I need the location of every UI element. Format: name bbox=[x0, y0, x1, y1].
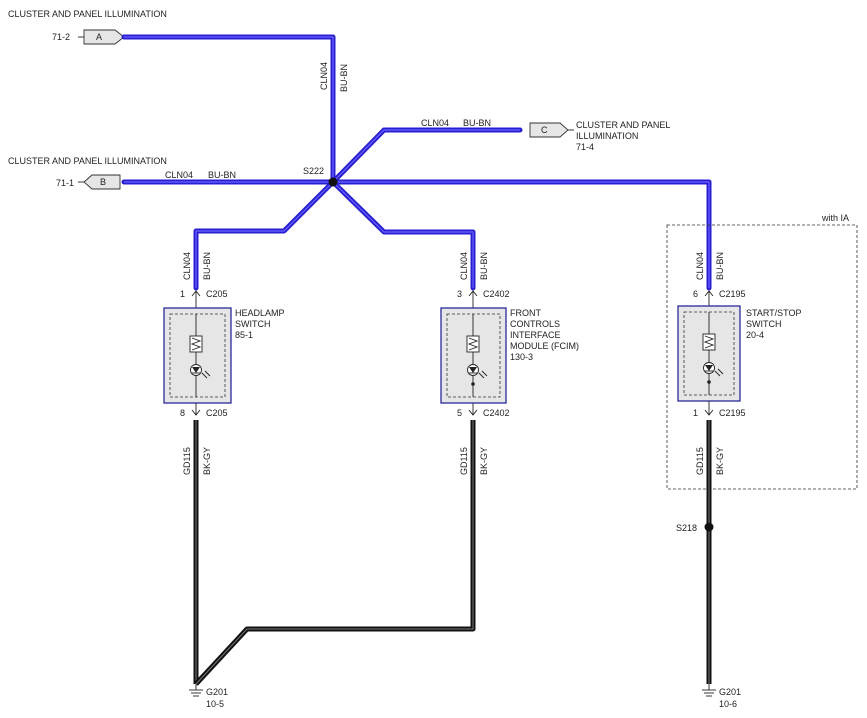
headlamp-pin-top: 1 bbox=[180, 289, 185, 299]
splice-s218-label: S218 bbox=[676, 523, 697, 533]
title-top: CLUSTER AND PANEL ILLUMINATION bbox=[8, 9, 167, 19]
fcim-name-4: MODULE (FCIM) bbox=[510, 341, 579, 351]
headlamp-ref: 85-1 bbox=[235, 330, 253, 340]
ground-g201-left: G201 10-5 bbox=[189, 684, 228, 709]
conn-c-label-1: CLUSTER AND PANEL bbox=[576, 120, 670, 130]
headlamp-blue-circuit: CLN04 bbox=[182, 252, 192, 280]
fcim-box bbox=[440, 307, 507, 404]
conn-a-ref: 71-2 bbox=[52, 32, 70, 42]
fcim-conn-bottom: C2402 bbox=[483, 408, 510, 418]
connector-b: B bbox=[83, 174, 121, 190]
connector-c-letter: C bbox=[541, 125, 548, 135]
ground-left-name: G201 bbox=[206, 687, 228, 697]
fcim-name-1: FRONT bbox=[510, 308, 541, 318]
ground-g201-right: G201 10-6 bbox=[702, 684, 741, 709]
conn-c-label-2: ILLUMINATION bbox=[576, 131, 638, 141]
fcim-ref: 130-3 bbox=[510, 352, 533, 362]
fcim-pin-top: 3 bbox=[457, 289, 462, 299]
wire-b-color: BU-BN bbox=[208, 170, 236, 180]
wire-c-circuit: CLN04 bbox=[421, 118, 449, 128]
startstop-pin-bottom: 1 bbox=[693, 408, 698, 418]
headlamp-name-1: HEADLAMP bbox=[235, 308, 285, 318]
headlamp-blue-color: BU-BN bbox=[202, 252, 212, 280]
fcim-conn-top: C2402 bbox=[483, 289, 510, 299]
headlamp-conn-bottom: C205 bbox=[206, 408, 228, 418]
startstop-blue-circuit: CLN04 bbox=[695, 252, 705, 280]
wire-a-color: BU-BN bbox=[339, 64, 349, 92]
fcim-name-2: CONTROLS bbox=[510, 319, 560, 329]
title-left: CLUSTER AND PANEL ILLUMINATION bbox=[8, 156, 167, 166]
splice-s222-dot bbox=[328, 177, 338, 187]
headlamp-gnd-color: BK-GY bbox=[202, 447, 212, 475]
connector-a-letter: A bbox=[96, 32, 102, 42]
fcim-module: 3 C2402 FRONT CONTROLS INTERFACE MODULE … bbox=[440, 289, 579, 418]
wire-b-circuit: CLN04 bbox=[165, 170, 193, 180]
startstop-conn-top: C2195 bbox=[719, 289, 746, 299]
headlamp-switch: 1 C205 HEADLAMP SWITCH 85-1 8 C205 bbox=[163, 289, 285, 418]
headlamp-name-2: SWITCH bbox=[235, 319, 271, 329]
fcim-gnd-circuit: GD115 bbox=[459, 447, 469, 475]
startstop-blue-color: BU-BN bbox=[715, 252, 725, 280]
startstop-pin-top: 6 bbox=[693, 289, 698, 299]
connector-b-letter: B bbox=[100, 177, 106, 187]
option-ia-box bbox=[666, 224, 858, 490]
connector-c: C bbox=[529, 122, 569, 138]
headlamp-box bbox=[163, 307, 232, 404]
ground-right-name: G201 bbox=[719, 687, 741, 697]
conn-c-ref: 71-4 bbox=[576, 142, 594, 152]
startstop-name-2: SWITCH bbox=[746, 319, 782, 329]
wire-a-circuit: CLN04 bbox=[319, 62, 329, 90]
startstop-switch: 6 C2195 START/STOP SWITCH 20-4 1 C2195 bbox=[677, 289, 802, 418]
ground-left-ref: 10-5 bbox=[206, 699, 224, 709]
splice-s222-label: S222 bbox=[303, 166, 324, 176]
conn-b-ref: 71-1 bbox=[56, 178, 74, 188]
connector-a: A bbox=[83, 29, 125, 45]
startstop-name-1: START/STOP bbox=[746, 308, 802, 318]
ground-right-ref: 10-6 bbox=[719, 699, 737, 709]
fcim-gnd-color: BK-GY bbox=[479, 447, 489, 475]
fcim-name-3: INTERFACE bbox=[510, 330, 561, 340]
fcim-blue-circuit: CLN04 bbox=[459, 252, 469, 280]
option-ia-label: with IA bbox=[821, 213, 849, 223]
ground-wires bbox=[193, 420, 712, 686]
blue-wires bbox=[121, 34, 712, 291]
startstop-conn-bottom: C2195 bbox=[719, 408, 746, 418]
startstop-gnd-color: BK-GY bbox=[715, 447, 725, 475]
startstop-gnd-circuit: GD115 bbox=[695, 447, 705, 475]
headlamp-conn-top: C205 bbox=[206, 289, 228, 299]
headlamp-pin-bottom: 8 bbox=[180, 408, 185, 418]
headlamp-gnd-circuit: GD115 bbox=[182, 447, 192, 475]
wire-c-color: BU-BN bbox=[463, 118, 491, 128]
splice-s218-dot bbox=[704, 522, 714, 532]
startstop-ref: 20-4 bbox=[746, 330, 764, 340]
fcim-pin-bottom: 5 bbox=[457, 408, 462, 418]
fcim-blue-color: BU-BN bbox=[479, 252, 489, 280]
